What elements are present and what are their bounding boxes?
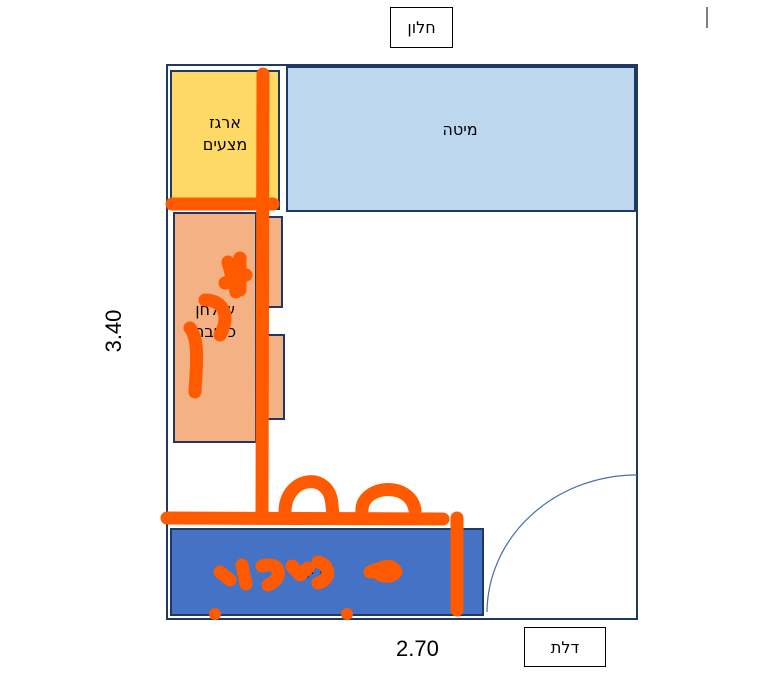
scribble-hump-right [355,483,422,519]
scribble-closet-mark-2 [255,558,285,592]
scribble-dots [209,565,389,620]
scribble-dot-3 [375,565,389,579]
scribble-desk-mark-3 [183,321,204,399]
scribble-hump-left [278,475,340,522]
door-swing-arc [486,474,638,613]
scribble-closet-mark-3 [285,559,315,582]
scribble-horizontal-line [160,511,450,526]
scribble-group [160,67,464,617]
bed-shape[interactable] [286,66,636,212]
window-label: חלון [390,7,453,48]
scribble-dot-2 [341,608,353,620]
scribble-closet-mark-4 [311,555,335,590]
bedding-drawer-label-line1: ארגז [209,113,241,132]
scribble-desk-mark-1 [218,251,253,299]
scribble-closet-mark-1 [213,558,253,591]
scribble-dot-1 [209,608,221,620]
scribble-vertical-line [255,67,270,519]
room-outline [166,64,638,620]
door-label: דלת [524,627,606,667]
scribble-desk-mark-2 [198,293,232,342]
bedding-drawer-label-line2: מצעים [202,135,248,154]
bed-label: מיטה [442,120,478,139]
dimension-width: 2.70 [396,636,439,661]
